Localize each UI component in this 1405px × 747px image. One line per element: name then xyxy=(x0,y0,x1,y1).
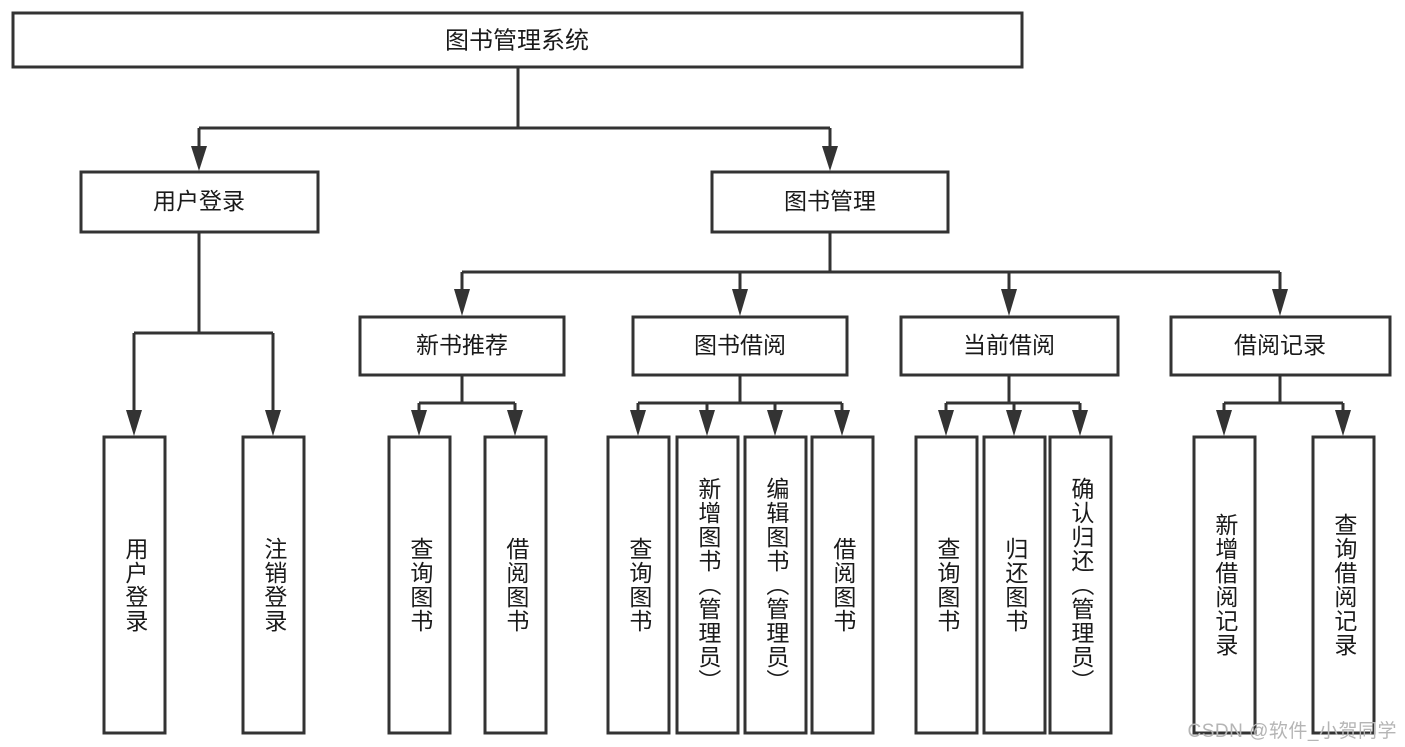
leaf-box-cb-confirm-return[interactable] xyxy=(1048,435,1113,735)
arrowhead-leaf-user-login xyxy=(126,410,142,436)
arrowhead-new-book xyxy=(454,289,470,316)
leaf-box-bb-edit-book[interactable] xyxy=(743,435,808,735)
node-new-book-recommend-box[interactable] xyxy=(358,315,566,377)
leaf-box-br-add-record[interactable] xyxy=(1192,435,1257,735)
arrowhead-leaf-logout xyxy=(265,410,281,436)
arrowhead-bb-edit-book xyxy=(767,410,783,436)
node-current-borrow-box[interactable] xyxy=(899,315,1120,377)
watermark-text: CSDN @软件_小贺同学 xyxy=(1187,721,1397,742)
arrowhead-nb-query-book xyxy=(411,410,427,436)
leaf-box-nb-query-book[interactable] xyxy=(387,435,452,735)
node-root-label: 图书管理系统 xyxy=(445,27,589,54)
arrowhead-bb-add-book xyxy=(699,410,715,436)
arrowhead-book-manage xyxy=(822,146,838,171)
arrowhead-br-add-record xyxy=(1216,410,1232,436)
leaf-box-bb-add-book[interactable] xyxy=(675,435,740,735)
arrowhead-book-borrow xyxy=(732,289,748,316)
node-book-manage-box[interactable] xyxy=(710,170,950,234)
leaf-box-nb-borrow-book[interactable] xyxy=(483,435,548,735)
arrowhead-cb-return-book xyxy=(1006,410,1022,436)
arrowhead-nb-borrow-book xyxy=(507,410,523,436)
arrowhead-current-borrow xyxy=(1001,289,1017,316)
arrowhead-br-query-record xyxy=(1335,410,1351,436)
node-book-manage-label: 图书管理 xyxy=(784,188,876,214)
arrowhead-bb-borrow-book xyxy=(834,410,850,436)
leaf-box-bb-borrow-book[interactable] xyxy=(810,435,875,735)
arrowhead-borrow-record xyxy=(1272,289,1288,316)
node-new-book-recommend-label: 新书推荐 xyxy=(416,332,508,358)
node-current-borrow-label: 当前借阅 xyxy=(963,332,1055,358)
leaf-box-bb-query-book[interactable] xyxy=(606,435,671,735)
node-borrow-record-label: 借阅记录 xyxy=(1234,332,1326,358)
node-user-login-label: 用户登录 xyxy=(153,188,245,214)
leaf-box-logout[interactable] xyxy=(241,435,306,735)
arrowhead-user-login xyxy=(191,146,207,171)
arrowhead-cb-query-book xyxy=(938,410,954,436)
leaf-box-user-login[interactable] xyxy=(102,435,167,735)
node-borrow-record-box[interactable] xyxy=(1169,315,1392,377)
arrowhead-bb-query-book xyxy=(630,410,646,436)
connector-group xyxy=(126,67,1351,436)
leaf-box-br-query-record[interactable] xyxy=(1311,435,1376,735)
arrowhead-cb-confirm-return xyxy=(1072,410,1088,436)
node-user-login-box[interactable] xyxy=(79,170,320,234)
node-root-box[interactable] xyxy=(11,11,1024,69)
leaf-box-cb-return-book[interactable] xyxy=(982,435,1047,735)
leaf-box-cb-query-book[interactable] xyxy=(914,435,979,735)
node-book-borrow-box[interactable] xyxy=(631,315,849,377)
node-book-borrow-label: 图书借阅 xyxy=(694,332,786,358)
